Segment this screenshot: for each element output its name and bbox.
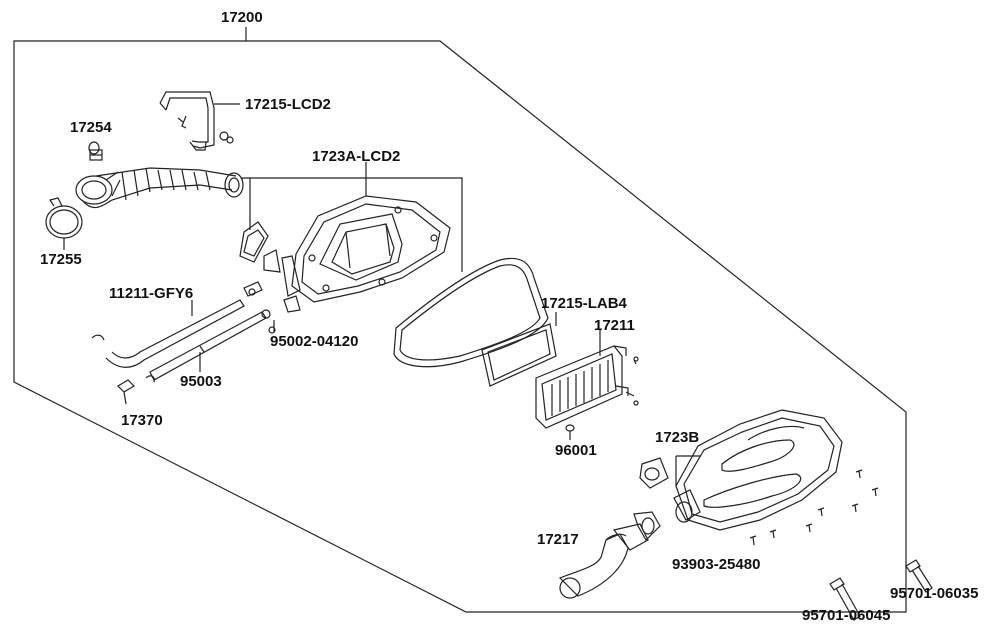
cover-screws — [749, 469, 879, 546]
leader-bracket-1723a — [241, 177, 463, 272]
air-cleaner-cover-part — [639, 409, 843, 531]
part-label-96001: 96001 — [555, 442, 597, 459]
part-label-95701-06035: 95701-06035 — [890, 585, 979, 602]
assembly-number-label: 17200 — [221, 9, 263, 26]
drain-hose-part — [558, 511, 661, 599]
air-cleaner-case-part — [281, 162, 451, 313]
part-label-95003: 95003 — [180, 373, 222, 390]
filter-cartridge-part — [535, 330, 639, 429]
bolt-95701-06045-part — [829, 577, 861, 621]
screw-17254-part — [88, 141, 103, 161]
part-label-95701-06045: 95701-06045 — [802, 607, 891, 624]
part-label-17254: 17254 — [70, 119, 112, 136]
part-label-17215-lcd2: 17215-LCD2 — [245, 96, 331, 113]
screw-17370-part — [117, 375, 155, 405]
part-label-17217: 17217 — [537, 531, 579, 548]
part-label-93903-25480: 93903-25480 — [672, 556, 761, 573]
part-label-95002-04120: 95002-04120 — [270, 333, 359, 350]
part-label-17370: 17370 — [121, 412, 163, 429]
breather-pipe-part — [159, 91, 234, 151]
assembly-boundary — [13, 40, 907, 613]
part-label-1723a-lcd2: 1723A-LCD2 — [312, 148, 401, 165]
part-label-17211: 17211 — [594, 317, 635, 334]
filter-element-part — [393, 257, 549, 368]
rubber-joint-part — [239, 221, 281, 273]
hose-clamp-17255-part — [45, 197, 83, 239]
bolt-95701-06035-part — [905, 559, 933, 593]
part-label-1723b: 1723B — [655, 429, 700, 446]
hose-11211-gfy6-part — [91, 281, 263, 368]
intake-duct-part — [75, 167, 244, 209]
part-label-11211-gfy6: 11211-GFY6 — [109, 285, 194, 302]
screw-96001-part — [565, 424, 575, 440]
clip-95002-04120-part — [248, 288, 276, 334]
part-label-17255: 17255 — [40, 251, 82, 268]
hose-95003-part — [149, 311, 267, 381]
part-label-17215-lab4: 17215-LAB4 — [541, 295, 627, 312]
gasket-frame-part — [481, 323, 557, 387]
